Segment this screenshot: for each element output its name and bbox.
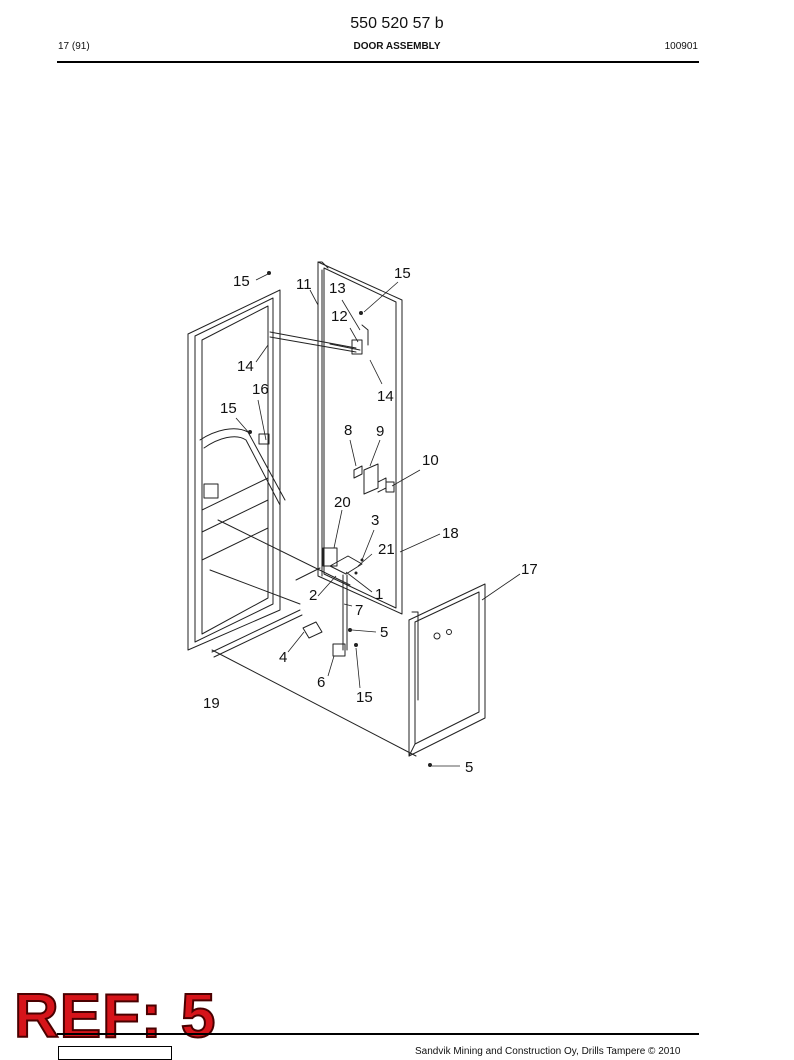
callout-15b: 15 bbox=[394, 265, 411, 282]
callout-3: 3 bbox=[371, 512, 379, 529]
callout-4: 4 bbox=[279, 649, 287, 666]
callout-2: 2 bbox=[309, 587, 317, 604]
callout-19: 19 bbox=[203, 695, 220, 712]
date-code: 100901 bbox=[664, 41, 698, 52]
logo-box bbox=[58, 1046, 172, 1060]
callout-8: 8 bbox=[344, 422, 352, 439]
callout-20: 20 bbox=[334, 494, 351, 511]
callout-12: 12 bbox=[331, 308, 348, 325]
callout-18: 18 bbox=[442, 525, 459, 542]
callout-15c: 15 bbox=[220, 400, 237, 417]
callout-15a: 15 bbox=[233, 273, 250, 290]
bottom-rod bbox=[209, 569, 417, 757]
gas-strut bbox=[269, 324, 369, 355]
callout-6: 6 bbox=[317, 674, 325, 691]
document-number: 550 520 57 b bbox=[350, 15, 444, 32]
callout-9: 9 bbox=[376, 423, 384, 440]
callout-5a: 5 bbox=[380, 624, 388, 641]
callout-1: 1 bbox=[375, 586, 383, 603]
callout-7: 7 bbox=[355, 602, 363, 619]
callout-5b: 5 bbox=[465, 759, 473, 776]
page-number: 17 (91) bbox=[58, 41, 90, 52]
footer-copyright: Sandvik Mining and Construction Oy, Dril… bbox=[415, 1046, 681, 1057]
callout-14b: 14 bbox=[377, 388, 394, 405]
door-panel-right bbox=[317, 261, 403, 615]
callout-14a: 14 bbox=[237, 358, 254, 375]
callout-17: 17 bbox=[521, 561, 538, 578]
callout-21: 21 bbox=[378, 541, 395, 558]
callout-10: 10 bbox=[422, 452, 439, 469]
ref-stamp: REF: 5 bbox=[13, 982, 217, 1051]
callout-15d: 15 bbox=[356, 689, 373, 706]
callout-16: 16 bbox=[252, 381, 269, 398]
hinge-parts bbox=[353, 463, 395, 495]
footer-rule bbox=[57, 1033, 699, 1035]
door-frame-left bbox=[187, 289, 286, 651]
leader-lines bbox=[235, 273, 521, 767]
header-rule bbox=[57, 61, 699, 63]
latch-assembly bbox=[217, 519, 363, 657]
fastener-dots bbox=[248, 271, 432, 767]
lower-panel bbox=[408, 583, 486, 757]
callout-11: 11 bbox=[296, 276, 312, 293]
page-title: DOOR ASSEMBLY bbox=[353, 41, 441, 52]
callout-13: 13 bbox=[329, 280, 346, 297]
